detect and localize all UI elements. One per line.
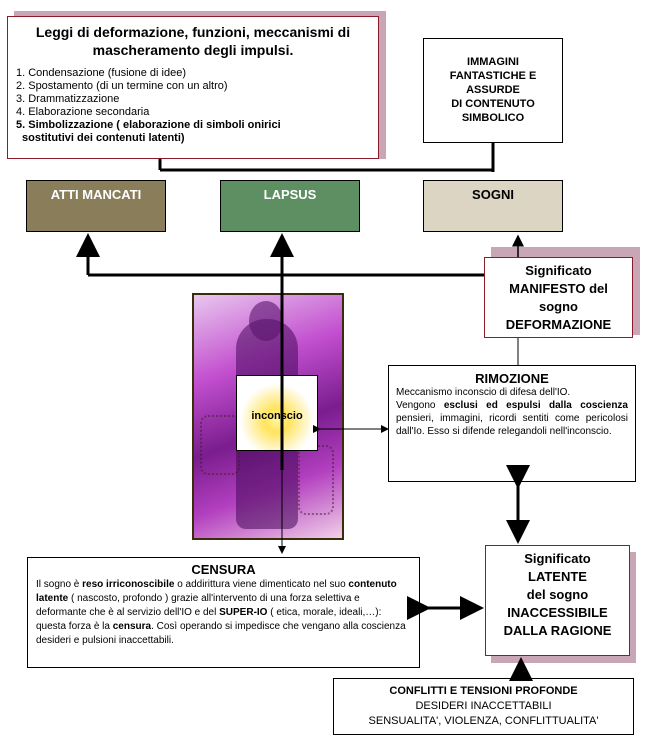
censura-p1: Il sogno è [36,579,83,590]
images-line-3: ASSURDE [466,84,520,96]
images-line-1: IMMAGINI [467,56,519,68]
lapsus-box: LAPSUS [220,180,360,232]
manifest-line-3: sogno [539,299,578,314]
laws-item-5b: sostitutivi dei contenuti latenti) [22,132,185,144]
figure-head [249,301,283,341]
latent-line-3: del sogno [526,587,589,602]
atti-mancati-label: ATTI MANCATI [50,187,142,202]
censura-p9: . Così operando si impedisce che vengano… [36,621,406,646]
laws-item-2: 2. Spostamento (di un termine con un alt… [16,80,228,92]
latent-line-5: DALLA RAGIONE [503,623,612,638]
images-line-4: DI CONTENUTO [451,98,535,110]
censura-p7: ( etica, morale, ideali,…): questa forza… [36,607,382,632]
latent-line-2: LATENTE [528,569,587,584]
rimozione-text: Meccanismo inconscio di difesa dell'IO. … [396,386,628,438]
censura-p3: o addirittura viene dimenticato nel suo [174,579,349,590]
rimozione-title: RIMOZIONE [475,371,549,386]
laws-item-4: 4. Elaborazione secondaria [16,106,150,118]
laws-item-5a: 5. Simbolizzazione ( elaborazione di sim… [16,119,281,131]
manifest-box: Significato MANIFESTO del sogno DEFORMAZ… [484,257,633,338]
laws-list: 1. Condensazione (fusione di idee) 2. Sp… [16,67,370,145]
censura-box: CENSURA Il sogno è reso irriconoscibile … [27,557,420,668]
rimozione-t4: coscienza [580,400,628,411]
manifest-line-2: MANIFESTO del [509,281,608,296]
censura-text: Il sogno è reso irriconoscibile o addiri… [36,578,411,648]
censura-p6: SUPER-IO [219,607,268,618]
conflicts-box: CONFLITTI E TENSIONI PROFONDE DESIDERI I… [333,678,634,735]
censura-title: CENSURA [191,562,256,577]
rimozione-t5: pensieri, immagini, ricordi sentiti come… [396,413,628,437]
unconscious-image: inconscio [192,293,344,540]
unconscious-box: inconscio [236,375,318,451]
images-line-2: FANTASTICHE E [449,70,537,82]
sogni-label: SOGNI [472,187,514,202]
unconscious-label: inconscio [251,410,303,422]
lapsus-label: LAPSUS [263,187,317,202]
conflicts-title: CONFLITTI E TENSIONI PROFONDE [389,685,578,697]
censura-p2: reso irriconoscibile [82,579,175,590]
laws-box: Leggi di deformazione, funzioni, meccani… [7,16,379,159]
censura-p5: ( nascosto, profondo ) grazie all'interv… [36,593,360,618]
manifest-line-1: Significato [525,263,592,278]
rimozione-t3: esclusi ed espulsi dalla [443,400,572,411]
laws-item-1: 1. Condensazione (fusione di idee) [16,67,187,79]
images-box: IMMAGINI FANTASTICHE E ASSURDE DI CONTEN… [423,38,563,143]
latent-line-1: Significato [524,551,591,566]
laws-title: Leggi di deformazione, funzioni, meccani… [35,24,351,58]
laws-item-3: 3. Drammatizzazione [16,93,120,105]
latent-line-4: INACCESSIBILE [507,605,608,620]
rimozione-box: RIMOZIONE Meccanismo inconscio di difesa… [388,365,636,482]
images-line-5: SIMBOLICO [461,112,525,124]
manifest-line-4: DEFORMAZIONE [505,317,612,332]
sogni-box: SOGNI [423,180,563,232]
censura-p8: censura [112,621,152,632]
conflicts-line-2: DESIDERI INACCETTABILI [415,700,552,712]
latent-box: Significato LATENTE del sogno INACCESSIB… [485,545,630,656]
conflicts-line-3: SENSUALITA', VIOLENZA, CONFLITTUALITA' [368,715,599,727]
rimozione-t1: Meccanismo inconscio di difesa dell'IO. [396,387,571,398]
censura-p4: contenuto latente [36,579,397,604]
atti-mancati-box: ATTI MANCATI [26,180,166,232]
rimozione-t2: Vengono [396,400,444,411]
